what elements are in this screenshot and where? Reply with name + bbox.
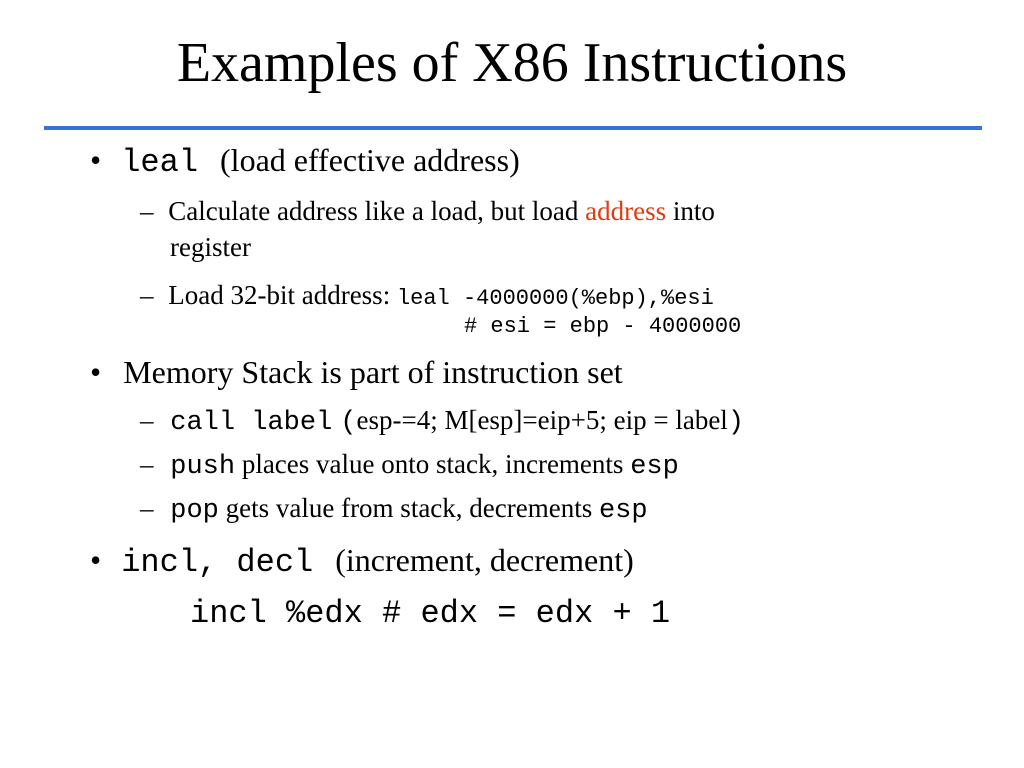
bullet-2-sub-3-code-2: esp — [598, 496, 648, 526]
slide-title: Examples of X86 Instructions — [176, 32, 848, 94]
bullet-1-sub-1-post: into — [666, 196, 715, 226]
bullet-1: • leal (load effective address) — [90, 142, 520, 181]
bullet-2-sub-3-code: pop — [170, 496, 219, 526]
bullet-2-sub-2-text: places value onto stack, increments — [235, 449, 631, 479]
bullet-2-sub-3: – pop gets value from stack, decrements … — [140, 493, 648, 526]
dash-marker: – — [140, 449, 154, 479]
dash-marker: – — [140, 280, 154, 310]
bullet-1-sub-1: – Calculate address like a load, but loa… — [140, 196, 715, 227]
dash-marker: – — [140, 196, 154, 226]
dash-marker: – — [140, 493, 154, 523]
bullet-3-text: (increment, decrement) — [335, 542, 634, 578]
bullet-1-code: leal — [121, 144, 199, 181]
bullet-marker: • — [90, 542, 102, 578]
title-divider — [44, 126, 982, 130]
bullet-marker: • — [90, 142, 102, 178]
bullet-2-sub-3-text: gets value from stack, decrements — [218, 493, 599, 523]
bullet-1-sub-2-comment: # esi = ebp - 4000000 — [464, 314, 742, 339]
bullet-3: • incl, decl (increment, decrement) — [90, 542, 634, 581]
bullet-2-sub-1-paren-open: ( — [340, 408, 357, 438]
dash-marker: – — [140, 405, 154, 435]
bullet-2-sub-1-paren-close: ) — [727, 408, 745, 438]
bullet-1-sub-1-highlight: address — [585, 196, 667, 226]
bullet-2-sub-1-text: esp-=4; M[esp]=eip+5; eip = label — [356, 405, 728, 435]
bullet-1-sub-2: – Load 32-bit address: leal -4000000(%eb… — [140, 280, 714, 311]
bullet-1-sub-1-wrap: register — [170, 232, 251, 262]
bullet-marker: • — [90, 354, 102, 390]
bullet-1-sub-1-pre: Calculate address like a load, but load — [168, 196, 586, 226]
bullet-2-sub-2: – push places value onto stack, incremen… — [140, 449, 679, 482]
bullet-1-sub-2-text: Load 32-bit address: — [168, 280, 397, 310]
bullet-1-sub-2-code: leal -4000000(%ebp),%esi — [396, 286, 714, 311]
bullet-2: • Memory Stack is part of instruction se… — [90, 354, 623, 391]
bullet-2-sub-1-code: call label — [170, 408, 333, 438]
bullet-2-text: Memory Stack is part of instruction set — [123, 354, 623, 390]
bullet-2-sub-2-code: push — [170, 452, 236, 482]
bullet-3-example: incl %edx # edx = edx + 1 — [190, 595, 671, 632]
bullet-2-sub-2-code-2: esp — [630, 452, 679, 482]
bullet-3-code: incl, decl — [121, 544, 314, 581]
bullet-1-text: (load effective address) — [220, 142, 520, 178]
bullet-2-sub-1: – call label(esp-=4; M[esp]=eip+5; eip =… — [140, 405, 744, 438]
